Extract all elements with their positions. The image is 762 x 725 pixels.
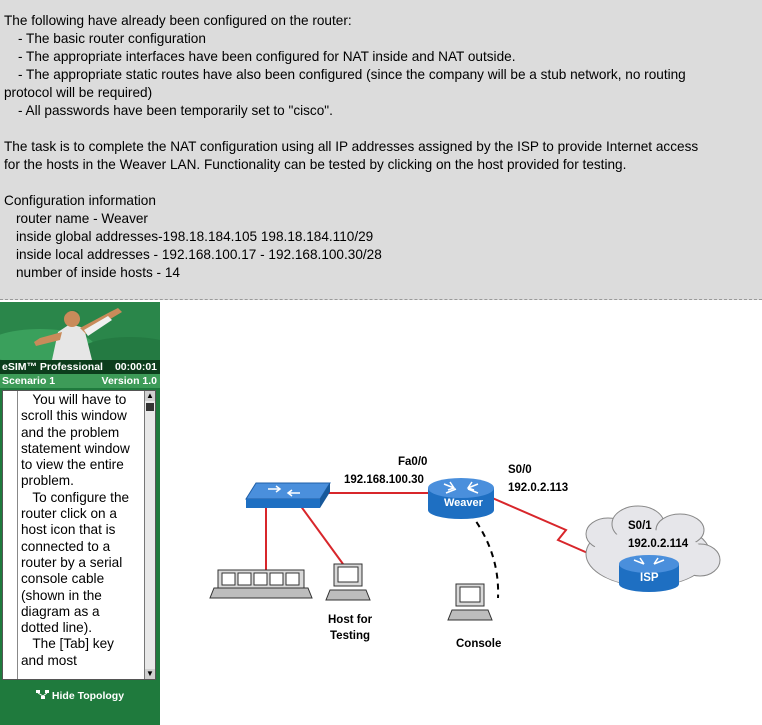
banner-figure xyxy=(0,302,160,360)
s00-label: S0/0 xyxy=(508,464,532,476)
router-weaver-label: Weaver xyxy=(444,497,483,509)
scroll-down-icon[interactable]: ▼ xyxy=(145,669,155,679)
fa00-label: Fa0/0 xyxy=(398,456,428,468)
instructions-scrollbar[interactable]: ▲ ▼ xyxy=(144,391,155,679)
console-label: Console xyxy=(456,638,502,650)
s01-ip-label: 192.0.2.114 xyxy=(628,538,689,550)
instructions-text: You will have to scroll this window and … xyxy=(21,392,130,668)
config-item: router name - Weaver xyxy=(16,211,148,226)
instructions-margin xyxy=(3,391,18,679)
config-title: Configuration information xyxy=(4,193,156,208)
esim-banner-image xyxy=(0,302,160,360)
switch-icon[interactable] xyxy=(245,482,331,508)
timer: 00:00:01 xyxy=(114,361,157,373)
host-testing-label: Testing xyxy=(330,630,371,642)
problem-item: protocol will be required) xyxy=(4,85,153,100)
config-item: inside global addresses-198.18.184.105 1… xyxy=(16,229,374,244)
scenario-label: Scenario 1 xyxy=(2,375,56,387)
topology-diagram: Fa0/0 192.168.100.30 S0/0 192.0.2.113 We… xyxy=(160,302,762,725)
problem-intro: The following have already been configur… xyxy=(4,13,352,28)
problem-item: - The basic router configuration xyxy=(18,31,206,46)
config-item: inside local addresses - 192.168.100.17 … xyxy=(16,247,382,262)
console-pc-icon[interactable] xyxy=(447,583,493,621)
router-isp-icon[interactable] xyxy=(619,555,679,592)
problem-item: - The appropriate interfaces have been c… xyxy=(18,49,516,64)
problem-statement[interactable]: The following have already been configur… xyxy=(0,0,762,300)
config-item: number of inside hosts - 14 xyxy=(16,265,180,280)
topology-icon xyxy=(35,690,49,699)
test-host-pc-icon[interactable] xyxy=(325,563,371,601)
pc-bank-icon[interactable] xyxy=(209,569,313,599)
router-weaver-icon[interactable] xyxy=(428,478,494,519)
esim-title-bar: eSIM™ Professional 00:00:01 xyxy=(0,360,160,374)
task-text: The task is to complete the NAT configur… xyxy=(4,139,699,154)
console-cable xyxy=(469,512,500,599)
esim-panel: eSIM™ Professional 00:00:01 Scenario 1 V… xyxy=(0,302,160,725)
s01-label: S0/1 xyxy=(628,520,652,532)
scroll-up-icon[interactable]: ▲ xyxy=(145,391,155,401)
problem-item: - All passwords have been temporarily se… xyxy=(18,103,333,118)
s00-ip-label: 192.0.2.113 xyxy=(508,482,569,494)
instructions-window[interactable]: You will have to scroll this window and … xyxy=(2,390,156,680)
version-label: Version 1.0 xyxy=(101,375,157,387)
switch-testhost-link xyxy=(299,504,344,565)
hide-topology-label: Hide Topology xyxy=(51,690,125,702)
problem-item: - The appropriate static routes have als… xyxy=(18,67,686,82)
scenario-bar: Scenario 1 Version 1.0 xyxy=(0,374,160,388)
fa00-ip-label: 192.168.100.30 xyxy=(344,474,424,486)
product-name: eSIM™ Professional xyxy=(2,361,103,373)
isp-label: ISP xyxy=(640,572,659,584)
hide-topology-button[interactable]: Hide Topology xyxy=(0,685,160,707)
task-text: for the hosts in the Weaver LAN. Functio… xyxy=(4,157,627,172)
host-testing-label: Host for xyxy=(328,614,373,626)
scroll-thumb[interactable] xyxy=(146,403,154,411)
